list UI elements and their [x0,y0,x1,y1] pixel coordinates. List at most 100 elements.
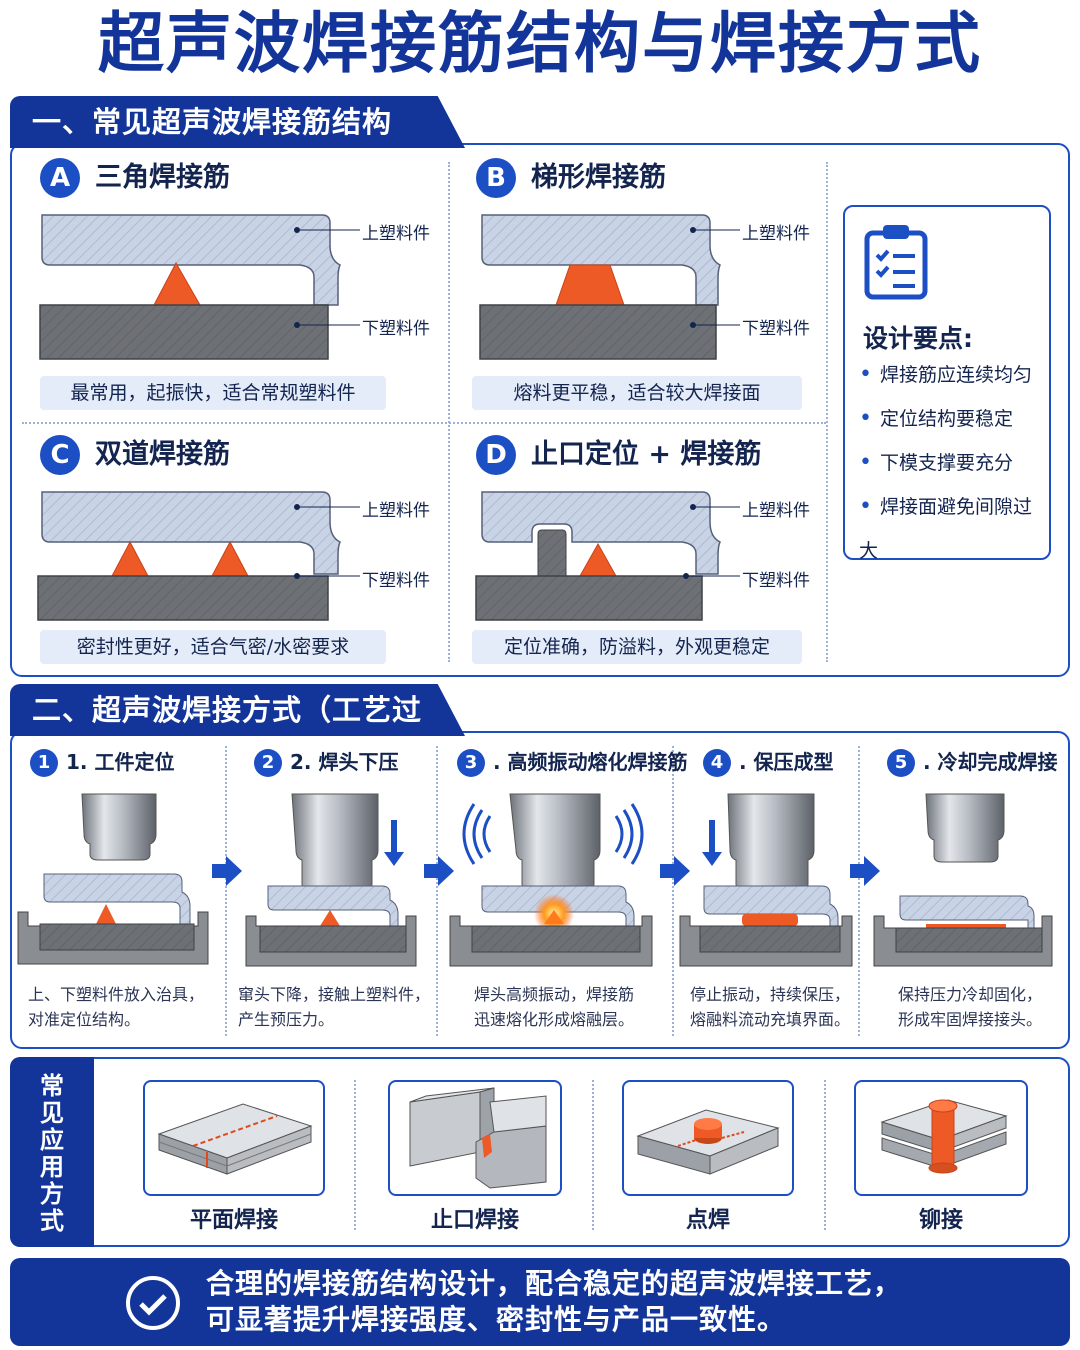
divider-h1 [22,422,826,424]
down-arrow-icon [384,820,404,866]
step-4-badge: 4 [703,749,731,777]
step-4-label: . 保压成型 [739,750,834,774]
app-card-spot [622,1080,794,1196]
arrow-right-icon [850,856,880,886]
rib [579,542,617,577]
step-1-badge: 1 [30,749,58,777]
step-2-badge: 2 [254,749,282,777]
app-divider [824,1080,826,1230]
arrow-right-icon [424,856,454,886]
step-4-desc: 停止振动，持续保压，熔融料流动充填界面。 [690,985,851,1029]
step-4-title: 4 . 保压成型 [703,746,834,778]
design-tips-box: 设计要点: 焊接筋应连续均匀 定位结构要稳定 下模支撑要充分 焊接面避免间隙过大 [843,205,1051,562]
step-4-illustration [678,790,858,970]
step-3-label: . 高频振动熔化焊接筋 [493,750,688,774]
badge-b: B [476,158,516,198]
caption-double: 密封性更好，适合气密/水密要求 [40,630,386,664]
step-3-illustration [446,790,666,970]
caption-step: 定位准确，防溢料，外观更稳定 [472,630,802,664]
footer-line-1: 合理的焊接筋结构设计，配合稳定的超声波焊接工艺， [206,1267,903,1300]
step-1-desc: 上、下塑料件放入治具，对准定位结构。 [28,985,205,1029]
footer-line-2: 可显著提升焊接强度、密封性与产品一致性。 [206,1303,787,1336]
upper-part-label: 上塑料件 [742,501,810,521]
tip-item: 定位结构要稳定 [859,397,1049,441]
app-card-flat [143,1080,325,1196]
step-1-title: 1 1. 工件定位 [30,746,174,778]
page-title: 超声波焊接筋结构与焊接方式 [98,5,982,82]
step-divider [436,746,438,1036]
section1-heading: 一、常见超声波焊接筋结构 [10,96,465,148]
step-divider [225,746,227,1036]
app-card-rivet [854,1080,1028,1196]
lower-part-label: 下塑料件 [362,319,430,339]
app-divider [592,1080,594,1230]
caption-trapezoid: 熔料更平稳，适合较大焊接面 [472,376,802,410]
badge-c: C [40,435,80,475]
tip-item: 焊接面避免间隙过大 [859,485,1049,573]
cell-title-double: 双道焊接筋 [95,439,230,470]
app-label-flat: 平面焊接 [189,1208,278,1233]
app-label-rivet: 铆接 [918,1208,963,1233]
app-label-step: 止口焊接 [430,1208,519,1233]
step-rib-diagram [470,482,830,627]
trapezoid-rib [555,264,625,306]
tip-item: 焊接筋应连续均匀 [859,353,1049,397]
upper-part-label: 上塑料件 [362,501,430,521]
app-divider [354,1080,356,1230]
step-3-desc: 焊头高频振动，焊接筋迅速熔化形成熔融层。 [474,985,635,1029]
step-5-desc: 保持压力冷却固化，形成牢固焊接接头。 [898,985,1043,1029]
lower-part-label: 下塑料件 [742,571,810,591]
trapezoid-rib-diagram [470,205,830,370]
rib-1 [111,540,149,577]
footer-banner: 合理的焊接筋结构设计，配合稳定的超声波焊接工艺， 可显著提升焊接强度、密封性与产… [10,1258,1070,1346]
caption-triangle: 最常用，起振快，适合常规塑料件 [40,376,386,410]
upper-part-label: 上塑料件 [362,224,430,244]
clipboard-icon [863,221,929,301]
section2-heading: 二、超声波焊接方式（工艺过程） [10,684,465,736]
tips-title: 设计要点: [863,324,973,353]
down-arrow-icon [702,820,722,866]
cell-title-trapezoid: 梯形焊接筋 [531,162,666,193]
tip-item: 下模支撑要充分 [859,441,1049,485]
step-1-label: 1. 工件定位 [66,750,175,774]
badge-a: A [40,158,80,198]
app-card-step [388,1080,562,1196]
flat-weld-icon [157,1103,313,1175]
check-circle-icon [124,1274,182,1332]
badge-d: D [476,435,516,475]
divider-v1 [448,162,450,662]
lower-part-label: 下塑料件 [742,319,810,339]
triangle-rib-diagram [30,205,450,370]
step-weld-icon [409,1087,547,1189]
cell-title-triangle: 三角焊接筋 [95,162,230,193]
double-rib-diagram [30,482,450,627]
triangle-rib [153,261,201,306]
step-3-title: 3 . 高频振动熔化焊接筋 [457,746,688,778]
rib-2 [211,540,249,577]
spot-weld-icon [636,1109,780,1175]
cell-title-step: 止口定位 + 焊接筋 [531,439,762,470]
step-5-badge: 5 [887,749,915,777]
rivet-icon [880,1099,1008,1174]
step-1-illustration [14,790,220,970]
lower-part-label: 下塑料件 [362,571,430,591]
vibration-icon [462,803,644,865]
arrow-right-icon [212,856,242,886]
app-label-spot: 点焊 [685,1208,730,1233]
step-3-badge: 3 [457,749,485,777]
upper-part [41,214,342,306]
step-5-title: 5 . 冷却完成焊接 [887,746,1058,778]
step-divider [672,746,674,1036]
footer-text: 合理的焊接筋结构设计，配合稳定的超声波焊接工艺， 可显著提升焊接强度、密封性与产… [206,1266,902,1338]
step-2-title: 2 2. 焊头下压 [254,746,398,778]
divider-v2 [826,162,828,662]
step-2-label: 2. 焊头下压 [290,750,399,774]
applications-side-text: 常见应用方式 [40,1072,64,1235]
arrow-right-icon [660,856,690,886]
step-2-illustration [232,790,432,970]
lower-part [39,304,329,360]
step-5-label: . 冷却完成焊接 [923,750,1058,774]
upper-part-label: 上塑料件 [742,224,810,244]
step-divider [858,746,860,1036]
step-2-desc: 窜头下降，接触上塑料件，产生预压力。 [238,985,431,1029]
